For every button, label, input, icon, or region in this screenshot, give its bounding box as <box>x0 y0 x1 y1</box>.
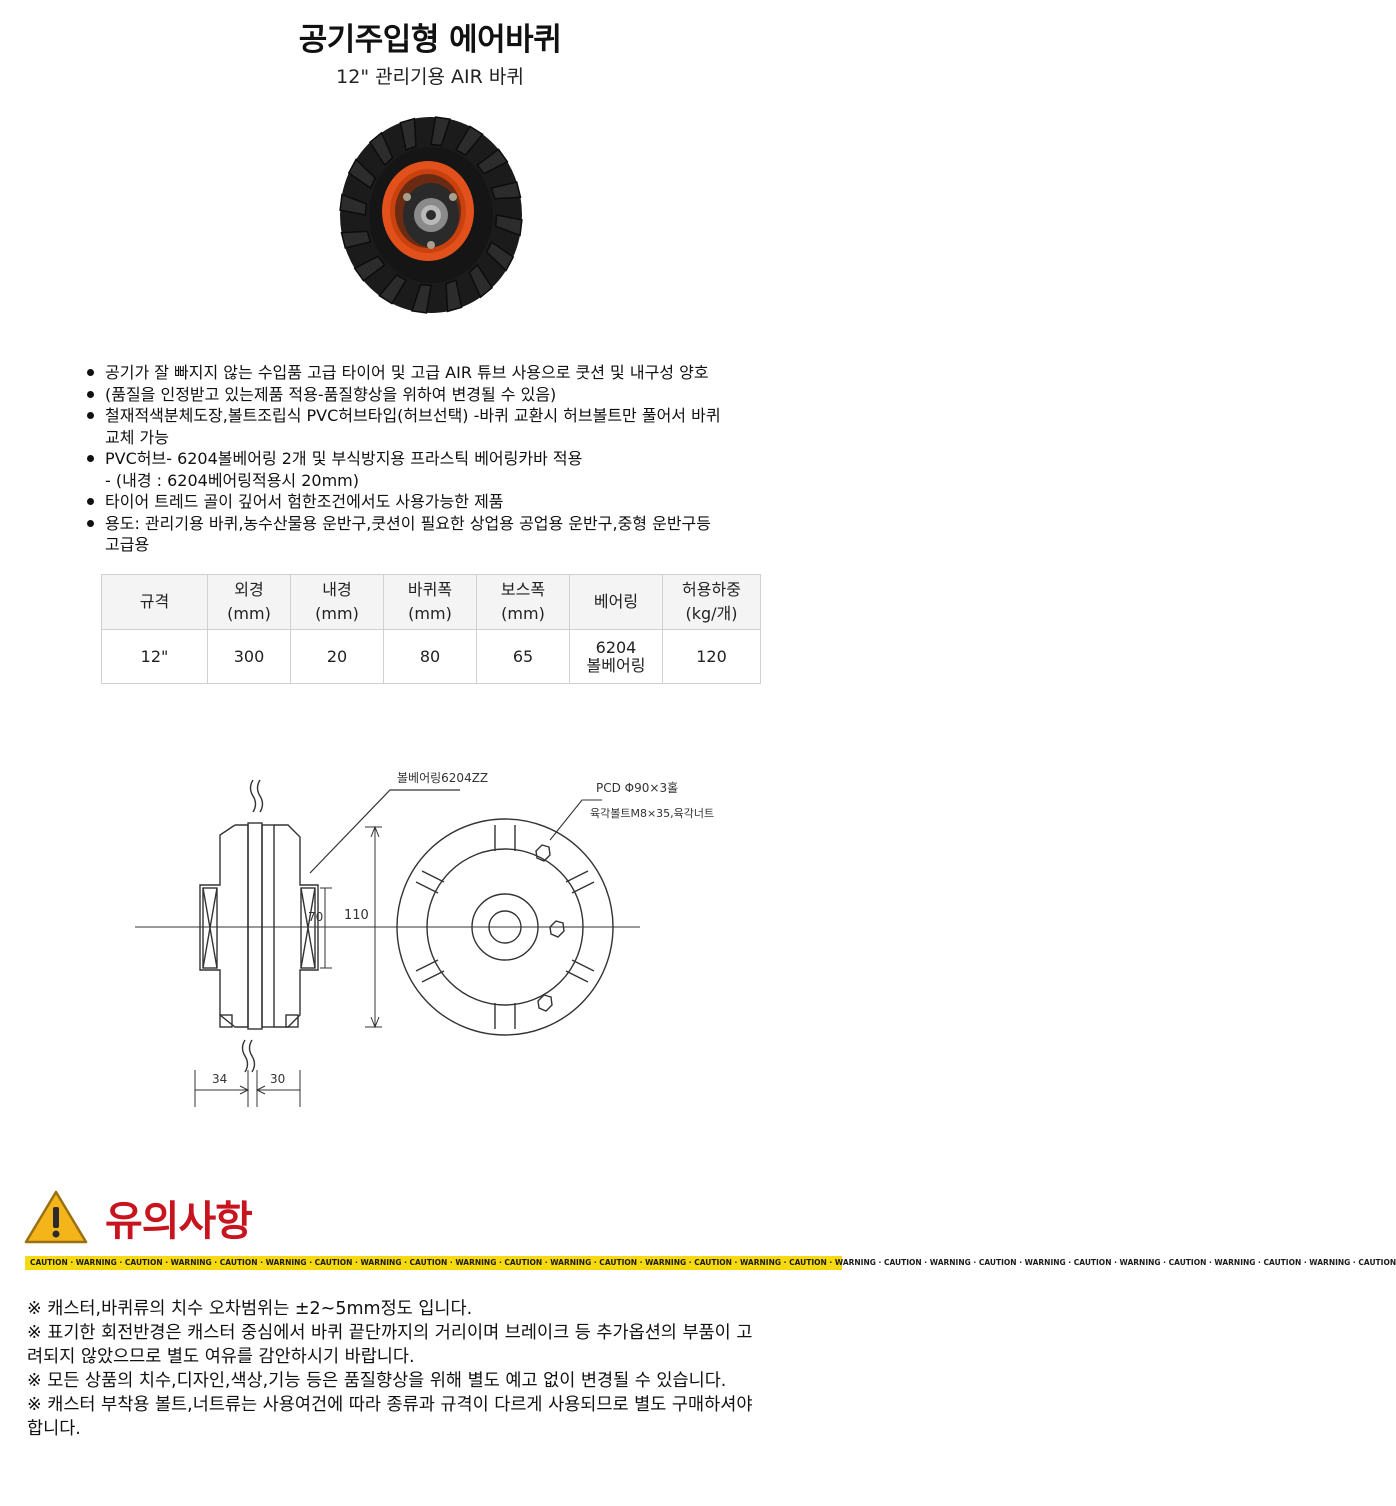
spec-header-row: 규격 외경(mm) 내경(mm) 바퀴폭(mm) 보스폭(mm) 베어링 허용하… <box>101 574 761 630</box>
list-item: ※ 표기한 회전반경은 캐스터 중심에서 바퀴 끝단까지의 거리이며 브레이크 … <box>27 1323 753 1367</box>
bolt-label: 육각볼트M8×35,육각너트 <box>590 807 714 820</box>
spec-header-outer-diameter: 외경(mm) <box>207 574 291 630</box>
spec-header-bearing: 베어링 <box>569 574 663 630</box>
caution-title: 유의사항 <box>105 1197 253 1245</box>
spec-header-load: 허용하중(kg/개) <box>662 574 761 630</box>
hub-technical-drawing: 볼베어링6204ZZ PCD Φ90×3홀 육각볼트M8×35,육각너트 70 … <box>135 771 714 1107</box>
tread-lug <box>485 240 515 272</box>
tread-lug <box>445 279 463 313</box>
product-wheel-image <box>339 116 523 314</box>
feature-item: 용도: 관리기용 바퀴,농수산물용 운반구,쿳션이 필요한 상업용 공업용 운반… <box>87 513 795 556</box>
tread-lug <box>430 116 451 147</box>
list-item: ※ 캐스터 부착용 볼트,너트류는 사용여건에 따라 종류과 규격이 다르게 사… <box>27 1395 753 1439</box>
dimension-70: 70 <box>308 910 323 924</box>
tread-lug <box>378 274 407 305</box>
spec-cell-size: 12" <box>101 629 208 684</box>
warning-triangle-icon <box>24 1190 88 1244</box>
front-view <box>396 799 614 1036</box>
tread-lug <box>368 131 394 167</box>
spec-table: 규격 외경(mm) 내경(mm) 바퀴폭(mm) 보스폭(mm) 베어링 허용하… <box>101 574 761 684</box>
pcd-label: PCD Φ90×3홀 <box>596 781 678 795</box>
feature-item: 공기가 잘 빠지지 않는 수입품 고급 타이어 및 고급 AIR 튜브 사용으로… <box>87 362 795 384</box>
tread-lug <box>340 230 372 249</box>
feature-item: 타이어 트레드 골이 깊어서 험한조건에서도 사용가능한 제품 <box>87 491 795 513</box>
spec-cell-inner-diameter: 20 <box>290 629 384 684</box>
tread-lug <box>468 263 494 299</box>
feature-item: PVC허브- 6204볼베어링 2개 및 부식방지용 프라스틱 베어링카바 적용… <box>87 448 795 491</box>
spec-header-boss-width: 보스폭(mm) <box>476 574 570 630</box>
feature-item: (품질을 인정받고 있는제품 적용-품질향상을 위하여 변경될 수 있음) <box>87 384 795 406</box>
caution-warning-strip: CAUTION · WARNING · CAUTION · WARNING · … <box>25 1256 1396 1270</box>
spec-cell-load: 120 <box>662 629 761 684</box>
spec-cell-outer-diameter: 300 <box>207 629 291 684</box>
hub-rim <box>382 161 474 261</box>
feature-list: 공기가 잘 빠지지 않는 수입품 고급 타이어 및 고급 AIR 튜브 사용으로… <box>87 362 795 556</box>
spec-header-size: 규격 <box>101 574 208 630</box>
tread-lug <box>339 193 368 216</box>
tread-lug <box>347 158 377 190</box>
caution-notes: ※ 캐스터,바퀴류의 치수 오차범위는 ±2~5mm정도 입니다. ※ 표기한 … <box>27 1297 837 1441</box>
side-view <box>199 779 319 1073</box>
feature-item: 철재적색분체도장,볼트조립식 PVC허브타입(허브선택) -바퀴 교환시 허브볼… <box>87 405 795 448</box>
tread-lug <box>455 125 484 156</box>
tread-lug <box>411 283 432 314</box>
dimension-30: 30 <box>270 1072 285 1086</box>
list-item: ※ 모든 상품의 치수,디자인,색상,기능 등은 품질향상을 위해 별도 예고 … <box>27 1371 727 1391</box>
spec-cell-wheel-width: 80 <box>383 629 477 684</box>
spec-header-wheel-width: 바퀴폭(mm) <box>383 574 477 630</box>
tread-lug <box>353 255 386 282</box>
spec-header-inner-diameter: 내경(mm) <box>290 574 384 630</box>
page-title: 공기주입형 에어바퀴 <box>298 22 562 58</box>
dimension-110: 110 <box>344 908 369 923</box>
tread-lug <box>490 181 522 200</box>
dimension-34: 34 <box>212 1072 227 1086</box>
tread-lug <box>494 214 523 237</box>
tread-lug <box>476 148 509 175</box>
spec-cell-boss-width: 65 <box>476 629 570 684</box>
bearing-label: 볼베어링6204ZZ <box>397 771 488 785</box>
tread-lug <box>399 117 417 151</box>
page-subtitle: 12" 관리기용 AIR 바퀴 <box>336 66 524 88</box>
list-item: ※ 캐스터,바퀴류의 치수 오차범위는 ±2~5mm정도 입니다. <box>27 1299 473 1319</box>
